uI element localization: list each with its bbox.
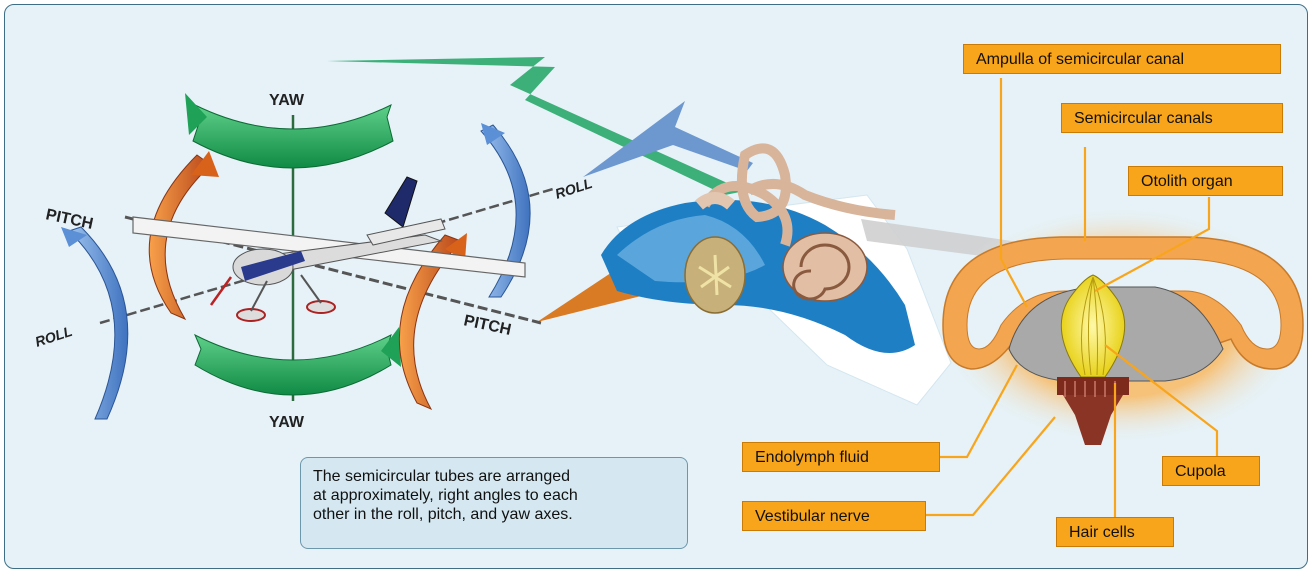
roll-arrow-left [69, 227, 128, 419]
yaw-label-bottom: YAW [269, 414, 305, 431]
airplane [133, 177, 525, 321]
label-hair-cells: Hair cells [1056, 517, 1174, 547]
pitch-label-right: PITCH [462, 312, 512, 339]
label-vestibular-nerve: Vestibular nerve [742, 501, 926, 531]
inner-ear [601, 148, 951, 405]
note-line-2: at approximately, right angles to each [313, 486, 675, 505]
label-ampulla: Ampulla of semicircular canal [963, 44, 1281, 74]
explanation-note: The semicircular tubes are arranged at a… [300, 457, 688, 549]
diagram-frame: YAW YAW PITCH PITCH ROLL ROLL [4, 4, 1308, 569]
label-cupola: Cupola [1162, 456, 1260, 486]
label-otolith-organ: Otolith organ [1128, 166, 1283, 196]
note-line-3: other in the roll, pitch, and yaw axes. [313, 505, 675, 524]
label-endolymph-fluid: Endolymph fluid [742, 442, 940, 472]
yaw-label-top: YAW [269, 92, 305, 109]
pitch-label-left: PITCH [44, 206, 94, 233]
note-line-1: The semicircular tubes are arranged [313, 467, 675, 486]
yaw-arrow-top [193, 105, 393, 168]
leader-vestibular [925, 417, 1055, 515]
ampulla-cross-section [935, 205, 1307, 445]
roll-label-right: ROLL [553, 175, 594, 202]
label-semicircular-canals: Semicircular canals [1061, 103, 1283, 133]
roll-label-left: ROLL [33, 323, 74, 350]
